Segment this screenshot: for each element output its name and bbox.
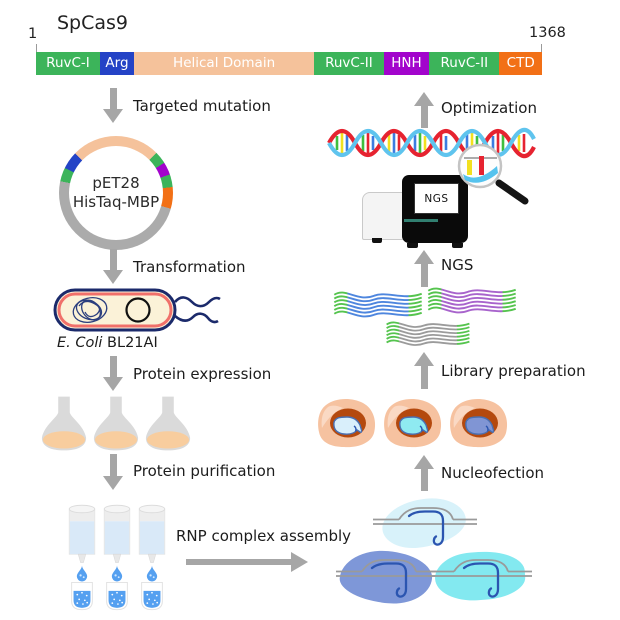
arrow-library-preparation — [414, 352, 435, 389]
reads-bundle-gray-icon — [383, 320, 473, 356]
flask-row — [39, 395, 193, 452]
residue-start: 1 — [28, 26, 38, 42]
host-strain: BL21AI — [107, 335, 158, 351]
arrow-rnp-assembly — [186, 552, 308, 572]
magnifier-icon — [457, 143, 529, 205]
rnp-complex-icon — [427, 548, 533, 604]
domain-map-bar: RuvC-I Arg Helical Domain RuvC-II HNH Ru… — [36, 52, 542, 75]
arrow-targeted-mutation — [103, 88, 124, 123]
arrow-transformation — [103, 249, 124, 284]
ngs-machine-accent-line — [404, 219, 438, 222]
dna-grna-icon — [336, 551, 440, 603]
plasmid-tag: HisTaq-MBP — [72, 193, 160, 211]
arrow-ngs — [414, 250, 435, 287]
label-transformation: Transformation — [133, 258, 246, 276]
arrow-nucleofection — [414, 455, 435, 491]
arrow-optimization — [414, 92, 435, 128]
label-optimization: Optimization — [441, 99, 537, 117]
domain-segment-arg: Arg — [99, 52, 134, 75]
tick-start — [36, 44, 37, 52]
label-nucleofection: Nucleofection — [441, 464, 545, 482]
ngs-machine-screen: NGS — [414, 183, 459, 214]
protein-title: SpCas9 — [57, 12, 129, 34]
label-library-preparation: Library preparation — [441, 362, 586, 380]
tick-end — [541, 44, 542, 52]
domain-segment-ruvc1: RuvC-I — [36, 52, 100, 75]
label-protein-expression: Protein expression — [133, 365, 272, 383]
flask-icon — [39, 395, 89, 452]
domain-segment-ctd: CTD — [499, 52, 542, 75]
ecoli-icon — [53, 288, 221, 332]
domain-segment-helical: Helical Domain — [133, 52, 315, 75]
ngs-machine-foot — [372, 238, 382, 243]
label-targeted-mutation: Targeted mutation — [133, 97, 271, 115]
dna-grna-icon — [373, 499, 477, 551]
purification-column-icon — [136, 500, 168, 614]
host-species: E. Coli — [57, 335, 103, 351]
residue-end: 1368 — [529, 25, 566, 41]
label-rnp-assembly: RNP complex assembly — [176, 527, 352, 545]
ngs-machine-foot — [452, 243, 463, 248]
cell-icon — [384, 399, 442, 448]
dna-helix-icon — [327, 127, 536, 159]
purification-column-row — [66, 500, 168, 614]
purification-column-icon — [101, 500, 133, 614]
plasmid-ring-hole — [69, 146, 163, 240]
flask-icon — [91, 395, 141, 452]
label-ngs: NGS — [441, 256, 474, 274]
flask-icon — [143, 395, 193, 452]
ngs-machine-side-unit — [362, 192, 405, 240]
domain-segment-hnh: HNH — [383, 52, 430, 75]
domain-segment-ruvc2b: RuvC-II — [429, 52, 500, 75]
dna-grna-icon — [428, 551, 532, 603]
plasmid-icon: pET28 HisTaq-MBP — [59, 136, 173, 250]
cell-icon — [450, 399, 508, 448]
rnp-complex-icon — [372, 494, 478, 553]
purification-column-icon — [66, 500, 98, 614]
arrow-protein-expression — [103, 356, 124, 391]
domain-segment-ruvc2a: RuvC-II — [314, 52, 384, 75]
reads-bundle-purple-icon — [426, 286, 518, 324]
rnp-complex-icon — [334, 547, 442, 608]
cell-row — [316, 396, 510, 449]
label-host-strain: E. Coli BL21AI — [57, 335, 158, 351]
plasmid-name: pET28 — [92, 173, 140, 192]
ngs-machine-foot — [407, 243, 418, 248]
cell-icon — [318, 399, 376, 448]
label-protein-purification: Protein purification — [133, 462, 276, 480]
arrow-protein-purification — [103, 454, 124, 490]
